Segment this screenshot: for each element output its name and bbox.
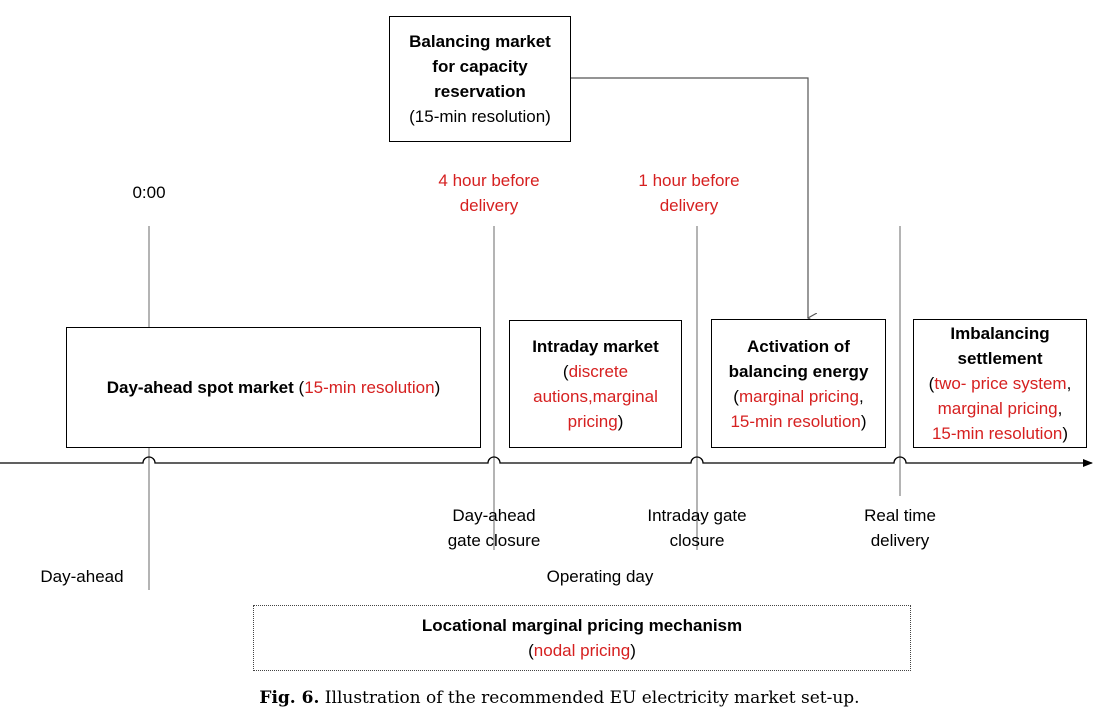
label-real-time: Real time delivery [830,503,970,553]
imbalancing-detail-3: 15-min resolution [931,424,1063,443]
activation-title-2: balancing energy [728,361,869,381]
intraday-paren-open: ( [562,362,569,381]
locational-pricing-box: Locational marginal pricing mechanism (n… [253,605,911,671]
label-da-gate-line-1: Day-ahead [452,506,536,525]
label-da-gate-line-2: gate closure [447,531,541,550]
activation-paren-open: ( [733,386,739,406]
imbalancing-title-1: Imbalancing [950,324,1050,343]
label-real-time-line-2: delivery [870,531,930,550]
label-midnight-text: 0:00 [132,183,166,202]
intraday-detail-2: autions,marginal [533,387,658,406]
locational-title: Locational marginal pricing mechanism [421,616,743,635]
intraday-paren-close: ) [617,412,624,431]
label-four-hour-line-2: delivery [459,196,519,215]
intraday-box: Intraday market (discrete autions,margin… [509,320,682,448]
day-ahead-title: Day-ahead spot market [106,378,294,397]
label-id-gate-line-2: closure [669,531,725,550]
label-one-hour: 1 hour before delivery [604,168,774,218]
label-midnight: 0:00 [109,180,189,205]
locational-detail: nodal pricing [533,641,631,660]
label-id-gate-line-1: Intraday gate [647,506,747,525]
balancing-capacity-title-1: Balancing market [409,32,551,51]
label-operating-day: Operating day [520,564,680,589]
day-ahead-detail: 15-min resolution [304,378,435,397]
imbalancing-title-2: settlement [957,349,1043,368]
day-ahead-paren-close: ) [434,378,441,397]
locational-paren-close: ) [630,641,636,660]
balancing-capacity-title-3: reservation [434,82,526,101]
activation-detail-1: marginal pricing [738,386,859,406]
time-axis [0,456,1093,467]
intraday-detail-3: pricing [567,412,618,431]
balancing-capacity-box: Balancing market for capacity reservatio… [389,16,571,142]
activation-paren-close: ) [860,411,867,431]
activation-title-1: Activation of [747,336,850,356]
label-id-gate: Intraday gate closure [627,503,767,553]
caption-figure-number: Fig. 6. [259,688,320,708]
intraday-title: Intraday market [532,337,659,356]
label-operating-day-text: Operating day [546,567,654,586]
label-day-ahead-text: Day-ahead [40,567,124,586]
label-one-hour-line-1: 1 hour before [638,171,740,190]
imbalancing-detail-1: two- price system [934,374,1067,393]
day-ahead-box: Day-ahead spot market (15-min resolution… [66,327,481,448]
label-real-time-line-1: Real time [864,506,936,525]
label-da-gate: Day-ahead gate closure [424,503,564,553]
balancing-capacity-detail: (15-min resolution) [409,107,551,126]
imbalancing-comma-1: , [1066,374,1072,393]
locational-paren-open: ( [528,641,534,660]
activation-detail-2: 15-min resolution [730,411,861,431]
label-day-ahead: Day-ahead [22,564,142,589]
figure-caption: Fig. 6. Illustration of the recommended … [0,688,1119,708]
capacity-to-activation-arrow [570,77,808,318]
imbalancing-paren-open: ( [928,374,935,393]
imbalancing-paren-close: ) [1062,424,1069,443]
label-four-hour-line-1: 4 hour before [438,171,540,190]
balancing-capacity-title-2: for capacity [432,57,528,76]
imbalancing-box: Imbalancing settlement (two- price syste… [913,319,1087,448]
label-one-hour-line-2: delivery [659,196,719,215]
imbalancing-comma-2: , [1057,399,1063,418]
day-ahead-paren-open: ( [293,378,305,397]
caption-text: Illustration of the recommended EU elect… [319,688,860,708]
imbalancing-detail-2: marginal pricing [937,399,1058,418]
label-four-hour: 4 hour before delivery [404,168,574,218]
activation-comma: , [858,386,864,406]
intraday-detail-1: discrete [568,362,629,381]
activation-box: Activation of balancing energy (marginal… [711,319,886,448]
